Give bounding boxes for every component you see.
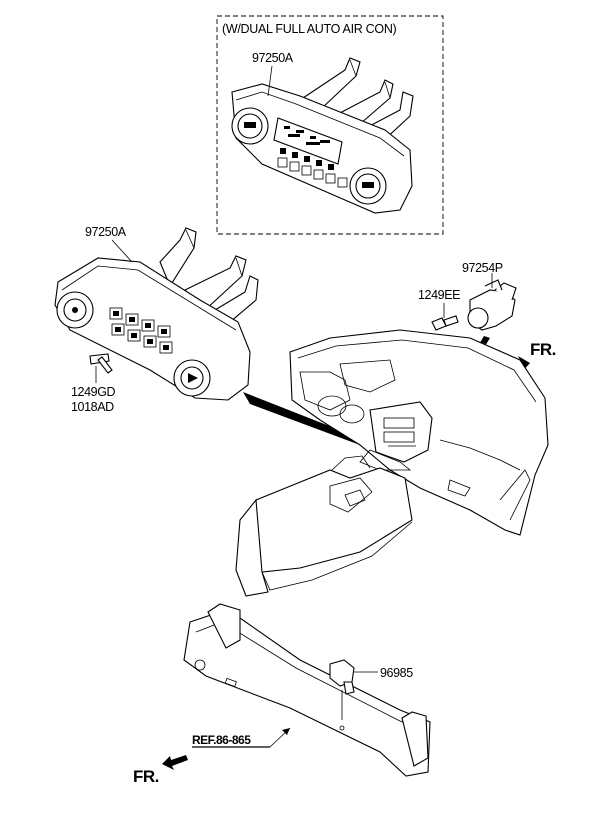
dual-climate-control-panel bbox=[231, 57, 414, 214]
leader-line bbox=[267, 65, 273, 97]
ref-label: REF.86-865 bbox=[192, 733, 251, 747]
small-screw-part bbox=[431, 315, 459, 331]
fr-label-top: FR. bbox=[530, 340, 556, 359]
front-direction-arrow-bottom: FR. bbox=[133, 755, 188, 786]
leader-line bbox=[111, 239, 133, 263]
reference-callout: REF.86-865 bbox=[192, 727, 291, 748]
fr-label-bottom: FR. bbox=[133, 767, 159, 786]
label-97250A: 97250A bbox=[85, 225, 127, 239]
option-box: (W/DUAL FULL AUTO AIR CON) bbox=[216, 15, 444, 235]
climate-control-panel bbox=[54, 227, 259, 401]
pointer-wedge bbox=[243, 392, 370, 448]
screw-part bbox=[89, 353, 113, 374]
label-1018AD: 1018AD bbox=[71, 400, 114, 414]
dashboard-assembly bbox=[235, 329, 549, 597]
crossbar-part bbox=[183, 603, 431, 777]
option-box-title: (W/DUAL FULL AUTO AIR CON) bbox=[222, 22, 397, 36]
label-96985: 96985 bbox=[380, 666, 413, 680]
label-97254P: 97254P bbox=[462, 261, 503, 275]
label-1249GD: 1249GD bbox=[71, 385, 116, 399]
sensor-part bbox=[467, 279, 517, 331]
switch-part bbox=[329, 659, 355, 695]
label-1249EE: 1249EE bbox=[418, 288, 460, 302]
label-97250A-dual: 97250A bbox=[252, 51, 294, 65]
